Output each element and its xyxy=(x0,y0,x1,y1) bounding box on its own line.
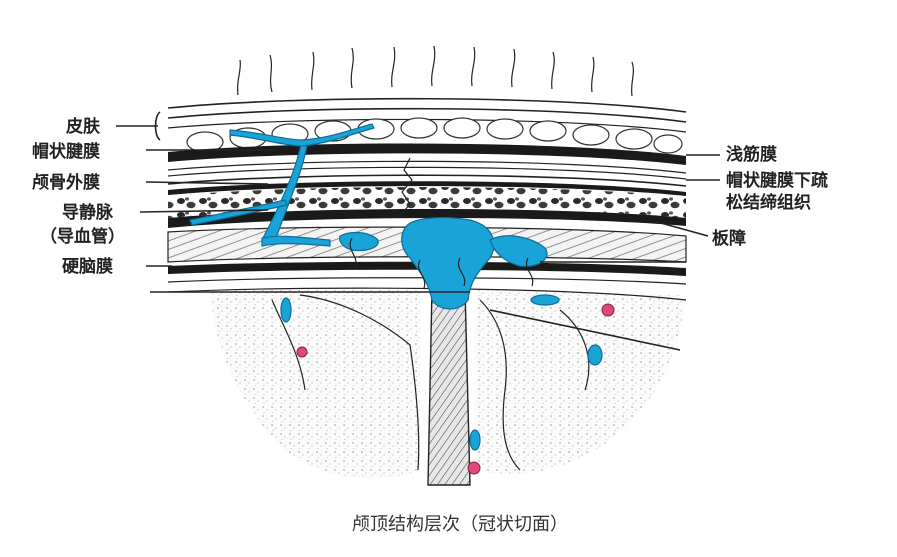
label-pericranium: 颅骨外膜 xyxy=(32,172,100,193)
falx-cerebri xyxy=(427,287,471,486)
venous-system xyxy=(189,123,603,451)
label-emissary-vein: 导静脉 xyxy=(62,202,114,223)
scalp-layers xyxy=(167,97,687,301)
brain-cortex xyxy=(210,290,686,479)
label-dura-mater: 硬脑膜 xyxy=(62,256,113,277)
superior-sagittal-sinus xyxy=(401,217,495,310)
left-labels: 皮肤 帽状腱膜 颅骨外膜 导静脉 （导血管） 硬脑膜 xyxy=(32,116,125,277)
label-subgaleal-line1: 帽状腱膜下疏 xyxy=(726,170,828,191)
label-subgaleal-line2: 松结缔组织 xyxy=(726,192,811,213)
figure-caption: 颅顶结构层次（冠状切面） xyxy=(352,514,568,535)
label-skin: 皮肤 xyxy=(66,116,101,137)
right-labels: 浅筋膜 帽状腱膜下疏 松结缔组织 板障 xyxy=(712,144,828,249)
hair-strands xyxy=(236,45,635,97)
arteries xyxy=(296,303,615,475)
label-galea: 帽状腱膜 xyxy=(32,141,100,162)
label-superficial-fascia: 浅筋膜 xyxy=(726,144,777,165)
label-diploe: 板障 xyxy=(712,228,746,249)
leader-lines xyxy=(116,111,720,351)
arachnoid-granulations xyxy=(349,237,534,289)
label-emissary-sub: （导血管） xyxy=(40,226,125,247)
